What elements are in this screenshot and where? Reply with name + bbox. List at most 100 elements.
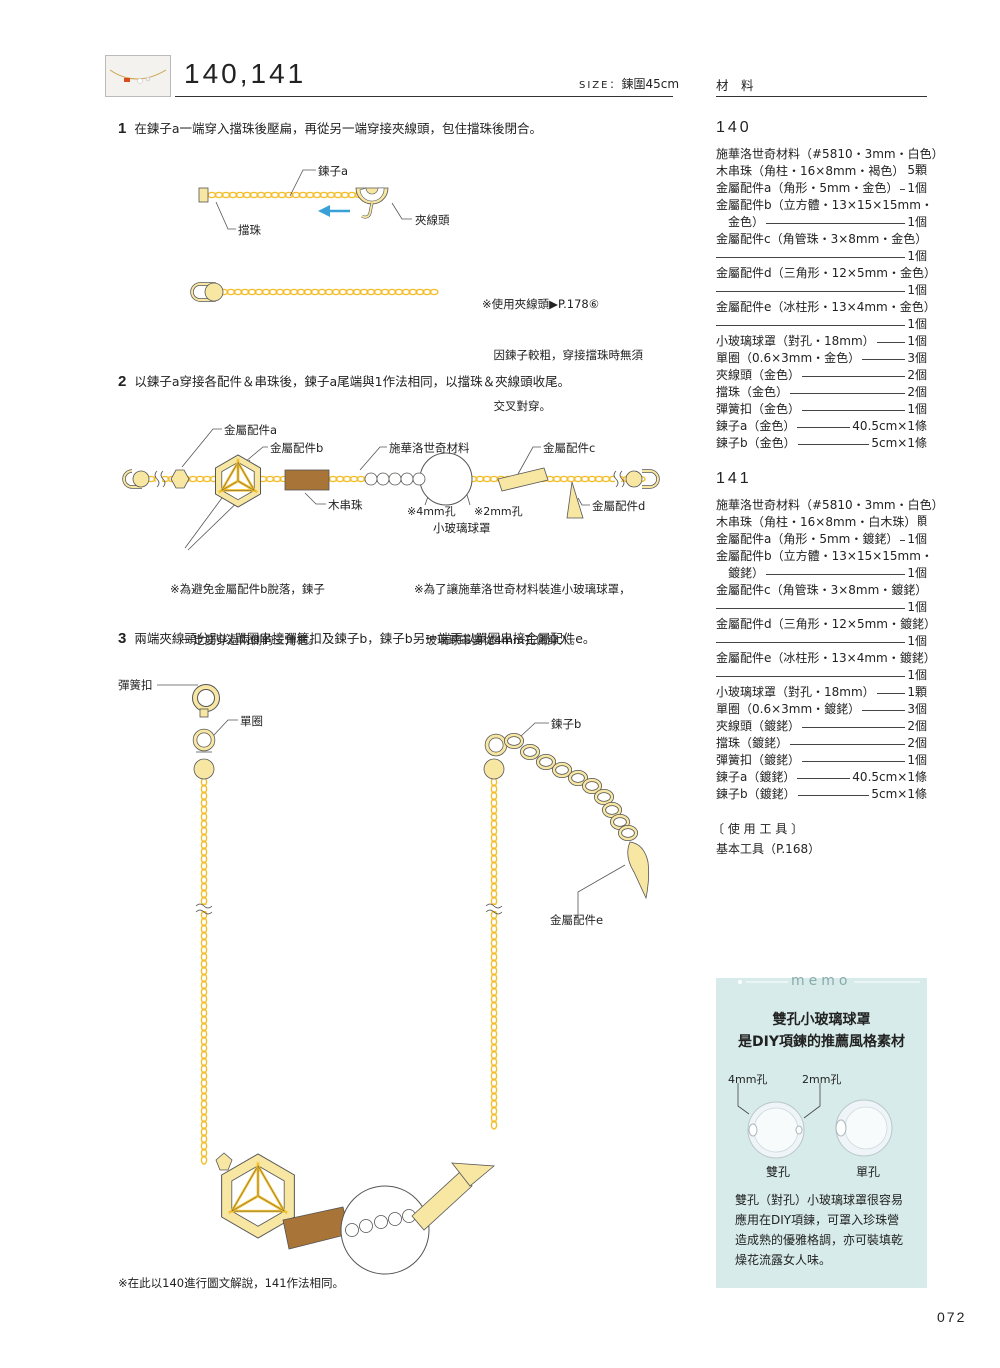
material-row: 1個 <box>716 316 927 333</box>
material-row: 金屬配件b（立方體・13×15×15mm・ <box>716 548 927 565</box>
metal-part-a <box>171 470 189 488</box>
wood-bead <box>285 470 329 490</box>
material-name: 金屬配件d（三角形・12×5mm・鍍銠） <box>716 616 938 632</box>
metal-part-d <box>567 482 583 518</box>
material-row: 擋珠（金色） 2個 <box>716 384 927 401</box>
material-name: 鍊子a（金色） <box>716 418 797 434</box>
label-metal-e: 金屬配件e <box>550 912 603 928</box>
material-qty: 1個 <box>905 667 927 683</box>
metal-part-c <box>498 468 548 491</box>
material-name: 金屬配件a（角形・5mm・金色） <box>716 180 900 196</box>
glass-dome <box>420 453 472 505</box>
material-qty: 3個 <box>905 701 927 717</box>
spring-clasp <box>195 687 217 709</box>
material-name: 金屬配件b（立方體・13×15×15mm・ <box>716 197 935 213</box>
material-row: 金屬配件e（冰柱形・13×4mm・鍍銠） <box>716 650 927 667</box>
material-row: 彈簧扣（金色） 1個 <box>716 401 927 418</box>
memo-single-label: 單孔 <box>856 1164 880 1180</box>
material-qty: 40.5cm×1條 <box>850 769 927 785</box>
material-qty: 1個 <box>905 401 927 417</box>
label-metal-c: 金屬配件c <box>543 440 595 456</box>
material-row: 擋珠（鍍銠） 2個 <box>716 735 927 752</box>
material-row: 金屬配件d（三角形・12×5mm・金色） <box>716 265 927 282</box>
material-row: 單圈（0.6×3mm・金色）3個 <box>716 350 927 367</box>
note-glass-dome: ※為了讓施華洛世奇材料裝進小玻璃球罩， 玻璃球罩要從4mm孔側穿入。 <box>414 547 631 666</box>
metal-part-e <box>628 842 649 898</box>
footnote: ※在此以140進行圖文解說，141作法相同。 <box>118 1275 344 1291</box>
material-name: 夾線頭（金色） <box>716 367 802 383</box>
label-wood-bead: 木串珠 <box>328 497 363 513</box>
materials-set-title: 141 <box>716 470 752 488</box>
material-row: 鍊子a（鍍銠） 40.5cm×1條 <box>716 769 927 786</box>
material-qty: 1個 <box>905 752 927 768</box>
material-row: 金屬配件d（三角形・12×5mm・鍍銠） <box>716 616 927 633</box>
swarovski-pearl <box>413 473 425 485</box>
crimp-bead <box>199 188 208 202</box>
material-name: 擋珠（金色） <box>716 384 790 400</box>
material-name: 金屬配件e（冰柱形・13×4mm・鍍銠） <box>716 650 938 666</box>
note-line: ※為避免金屬配件b脫落，鍊子 <box>170 581 325 598</box>
memo-body: 雙孔（對孔）小玻璃球罩很容易 應用在DIY項鍊，可罩入珍珠營 造成熟的優雅格調，… <box>735 1190 903 1270</box>
swarovski-pearl <box>377 473 389 485</box>
material-row: 金屬配件a（角形・5mm・金色）1個 <box>716 180 927 197</box>
memo-label: memo <box>791 973 851 989</box>
material-name: 鍊子b（金色） <box>716 435 798 451</box>
memo-title-1: 雙孔小玻璃球罩 <box>716 1009 927 1029</box>
material-row: 金屬配件c（角管珠・3×8mm・金色） <box>716 231 927 248</box>
material-row: 單圈（0.6×3mm・鍍銠） 3個 <box>716 701 927 718</box>
label-chain-a: 鍊子a <box>318 163 348 179</box>
label-swarovski: 施華洛世奇材料 <box>389 440 470 456</box>
material-row: 鍊子a（金色） 40.5cm×1條 <box>716 418 927 435</box>
material-qty: 2個 <box>905 735 927 751</box>
note-line: ※使用夾線頭▶P.178⑥ <box>482 296 643 313</box>
materials-set-title: 140 <box>716 119 752 137</box>
material-row: 1個 <box>716 248 927 265</box>
label-jump-ring: 單圈 <box>240 713 263 729</box>
material-row: 金屬配件b（立方體・13×15×15mm・ <box>716 197 927 214</box>
material-name: 木串珠（角柱・16×8mm・白木珠） <box>716 514 918 530</box>
material-row: 1個 <box>716 633 927 650</box>
material-qty: 1個 <box>905 214 927 230</box>
material-row: 鍊子b（鍍銠）5cm×1條 <box>716 786 927 803</box>
material-qty: 40.5cm×1條 <box>850 418 927 434</box>
material-name: 單圈（0.6×3mm・鍍銠） <box>716 701 862 717</box>
material-row: 1個 <box>716 282 927 299</box>
material-name: 金屬配件c（角管珠・3×8mm・金色） <box>716 231 929 247</box>
note-line: ※為了讓施華洛世奇材料裝進小玻璃球罩， <box>414 581 631 598</box>
metal-ball <box>484 759 504 779</box>
material-name: 鍊子a（鍍銠） <box>716 769 797 785</box>
material-row: 彈簧扣（鍍銠）1個 <box>716 752 927 769</box>
material-qty: 3個 <box>905 350 927 366</box>
material-qty: 5cm×1條 <box>869 435 927 451</box>
material-row: 1個 <box>716 667 927 684</box>
material-row: 木串珠（角柱・16×8mm・褐色）1顆 <box>716 163 927 180</box>
material-qty: 2個 <box>905 718 927 734</box>
note-line: 一定要穿過兩側的三角框。 <box>170 632 325 649</box>
material-qty: 2個 <box>905 367 927 383</box>
material-row: 鍊子b（金色） 5cm×1條 <box>716 435 927 452</box>
metal-ball <box>626 471 642 487</box>
swarovski-pearl <box>346 1224 359 1237</box>
material-qty: 1個 <box>905 248 927 264</box>
note-line: 玻璃球罩要從4mm孔側穿入。 <box>414 632 631 649</box>
material-qty: 1個 <box>905 282 927 298</box>
label-metal-b: 金屬配件b <box>270 440 323 456</box>
swarovski-pearl <box>375 1216 388 1229</box>
label-clasp: 彈簧扣 <box>118 677 153 693</box>
material-row: 夾線頭（金色） 2個 <box>716 367 927 384</box>
memo-line: 應用在DIY項鍊，可罩入珍珠營 <box>735 1210 903 1230</box>
material-name: 擋珠（鍍銠） <box>716 735 790 751</box>
material-row: 夾線頭（鍍銠）2個 <box>716 718 927 735</box>
material-name: 彈簧扣（金色） <box>716 401 802 417</box>
material-qty: 2個 <box>905 384 927 400</box>
material-qty: 1顆 <box>905 684 927 700</box>
label-glass-dome: 小玻璃球罩 <box>433 520 491 536</box>
material-qty: 1個 <box>905 531 927 547</box>
material-name: 小玻璃球罩（對孔・18mm） <box>716 333 877 349</box>
material-qty: 1個 <box>905 599 927 615</box>
material-row: 鍍銠）1個 <box>716 565 927 582</box>
label-metal-d: 金屬配件d <box>592 498 645 514</box>
note-line: 因鍊子較粗，穿接擋珠時無須 <box>482 347 643 364</box>
direction-arrow <box>318 205 350 217</box>
page-number: 072 <box>937 1309 966 1325</box>
